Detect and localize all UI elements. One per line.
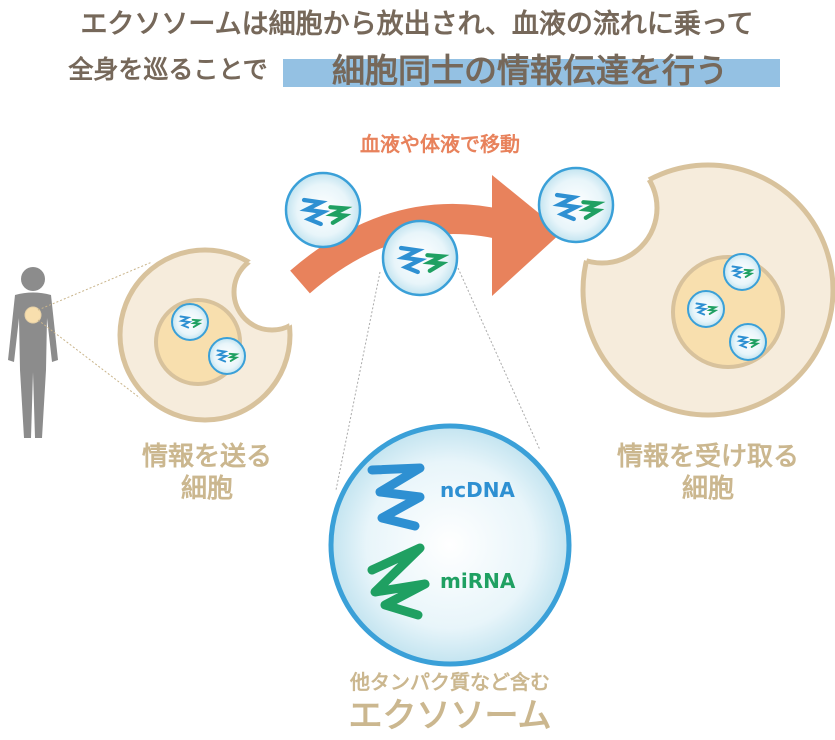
exosome [537,166,615,244]
mirna-strand [367,543,430,620]
receiver-cell [580,162,835,418]
ncdna-strand [367,463,425,531]
exosome [729,323,767,361]
mirna-label: miRNA [440,569,516,593]
receiver-label-2: 細胞 [682,473,734,504]
human-body-icon [8,267,58,438]
exosome [284,171,362,249]
exosome [723,253,761,291]
arrow-label: 血液や体液で移動 [360,132,520,156]
exosome [171,303,209,341]
zoom-line [37,319,141,399]
sender-label-1: 情報を送る [142,442,272,472]
title-line2-highlight: 細胞同士の情報伝達を行う [332,51,728,90]
exosome [208,337,246,375]
zoom-line [335,271,381,491]
exosome [381,219,459,297]
title-line2-prefix: 全身を巡ることで [67,55,267,84]
sender-label-2: 細胞 [181,473,233,504]
zoom-line [457,267,541,451]
receiver-label-1: 情報を受け取る [617,441,799,472]
exosome-caption-large: エクソソーム [349,696,552,736]
title-highlight-bar [283,59,780,87]
ncdna-label: ncDNA [440,478,515,502]
exosome-detail: ncDNA miRNA [328,423,572,667]
exosome [687,290,725,328]
exosome-caption-small: 他タンパク質など含む [349,670,550,694]
title-line1: エクソソームは細胞から放出され、血液の流れに乗って [80,8,753,40]
zoom-line [37,261,153,311]
sender-cell [117,247,293,423]
